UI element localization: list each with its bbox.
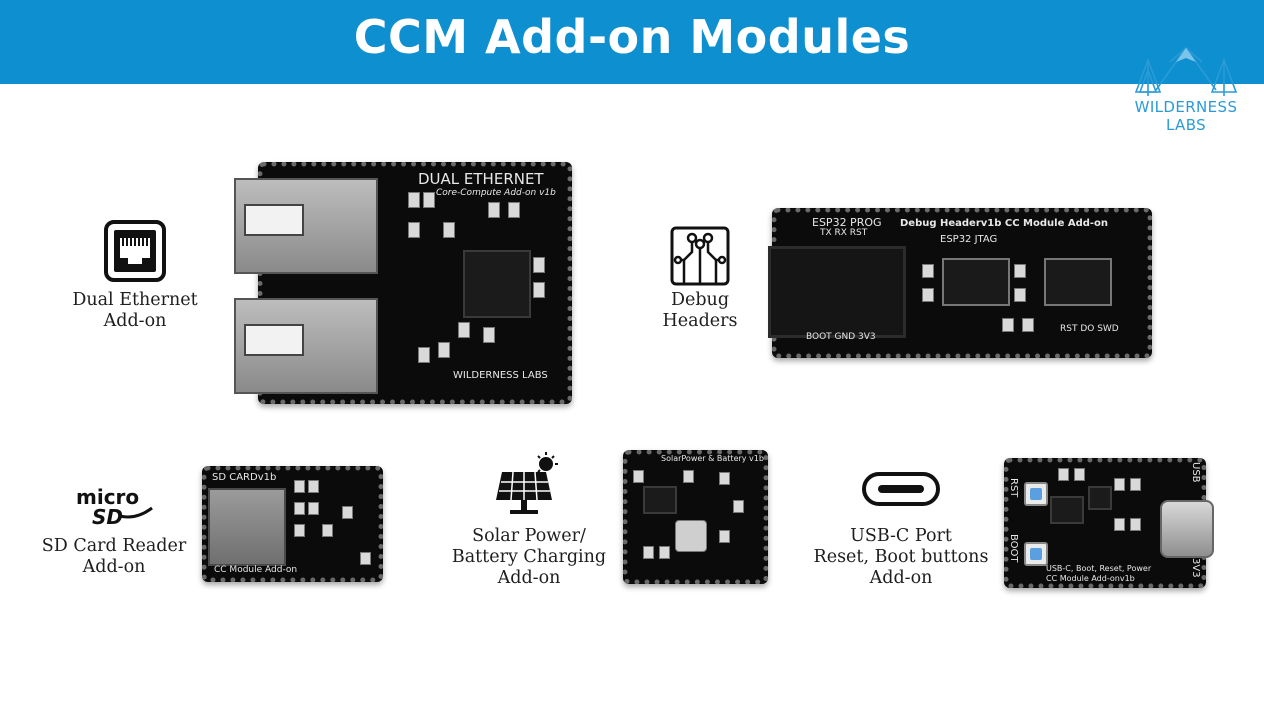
circuit-board-icon: [670, 226, 730, 286]
dual-ethernet-label: Dual Ethernet Add-on: [72, 290, 198, 331]
swd-header: [1044, 258, 1112, 306]
usb-c-connector: [1160, 500, 1214, 558]
solar-panel-icon: [496, 452, 558, 514]
debug-connector: [768, 246, 906, 338]
ethernet-port-icon: [104, 220, 166, 282]
ethernet-jack-1: [234, 178, 378, 274]
sd-card-board: SD CARDv1b CC Module Add-on: [202, 466, 383, 582]
ethernet-jack-2: [234, 298, 378, 394]
svg-text:micro: micro: [76, 486, 139, 509]
board-brand: WILDERNESS LABS: [453, 370, 548, 381]
mountain-trees-icon: [1134, 46, 1238, 96]
svg-text:SD: SD: [92, 505, 123, 526]
title-bar: CCM Add-on Modules: [0, 0, 1264, 84]
page-title: CCM Add-on Modules: [353, 10, 911, 64]
solar-board: SolarPower & Battery v1b: [623, 450, 768, 584]
microsd-logo-icon: micro SD: [76, 486, 153, 526]
inductor: [675, 520, 707, 552]
boot-button: [1024, 542, 1048, 566]
board-title: DUAL ETHERNET: [418, 170, 544, 188]
ethernet-controller-chip: [463, 250, 531, 318]
usb-c-port-icon: [862, 472, 940, 506]
debug-headers-label: Debug Headers: [662, 290, 738, 331]
regulator-chip: [1050, 496, 1084, 524]
sd-slot: [208, 488, 286, 566]
reset-button: [1024, 482, 1048, 506]
logo-text: WILDERNESS LABS: [1134, 98, 1238, 134]
solar-label: Solar Power/ Battery Charging Add-on: [451, 526, 607, 588]
usbc-label: USB-C Port Reset, Boot buttons Add-on: [813, 526, 989, 588]
sd-card-label: SD Card Reader Add-on: [41, 536, 187, 577]
debug-header-board: ESP32 PROG TX RX RST Debug Headerv1b CC …: [768, 208, 1152, 358]
charger-chip: [643, 486, 677, 514]
jtag-header: [942, 258, 1010, 306]
wilderness-labs-logo: WILDERNESS LABS: [1118, 40, 1254, 134]
